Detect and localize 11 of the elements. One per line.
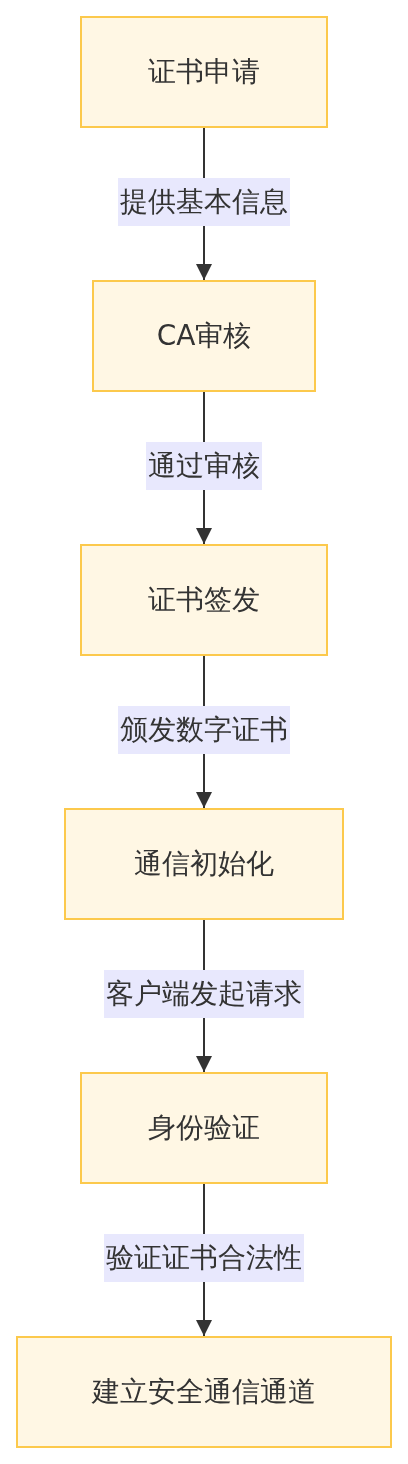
- edge-label: 颁发数字证书: [118, 706, 290, 754]
- process-box: 证书申请: [80, 16, 328, 128]
- edge-label: 提供基本信息: [118, 178, 290, 226]
- process-box: 通信初始化: [64, 808, 344, 920]
- process-box: 建立安全通信通道: [16, 1336, 392, 1448]
- process-box: CA审核: [92, 280, 316, 392]
- process-box: 证书签发: [80, 544, 328, 656]
- edge-label: 通过审核: [146, 442, 262, 490]
- process-box: 身份验证: [80, 1072, 328, 1184]
- edge-label: 客户端发起请求: [104, 970, 304, 1018]
- edge-label: 验证证书合法性: [104, 1234, 304, 1282]
